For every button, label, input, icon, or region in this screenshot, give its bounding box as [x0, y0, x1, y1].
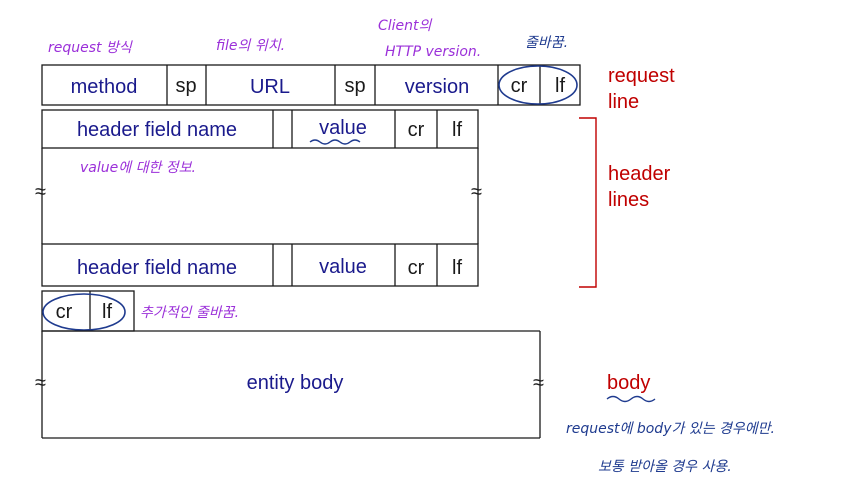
header-lines-label-2: lines [608, 189, 649, 211]
section-labels: request line header lines body [579, 65, 675, 403]
body-wavy-underline [606, 395, 656, 403]
annotation-client-1: Client의 [378, 18, 433, 34]
annotation-body-note-1: request에 body가 있는 경우에만. [566, 421, 775, 437]
annotation-client-2: HTTP version. [385, 44, 481, 60]
lf-field-header-1: lf [452, 119, 462, 141]
request-line-row: method sp URL sp version cr lf [41, 64, 581, 106]
url-field: URL [250, 76, 290, 98]
sp-field-2: sp [344, 75, 365, 97]
cr-lf-highlight-ellipse [498, 65, 578, 105]
annotation-newline: 줄바꿈. [525, 35, 568, 51]
sp-field-1: sp [175, 75, 196, 97]
break-mark-right-body: ≈ [533, 372, 544, 394]
header-line-1-row: header field name value cr lf [41, 109, 479, 149]
annotation-request-type: request 방식 [48, 40, 133, 56]
lf-field-header-2: lf [452, 257, 462, 279]
body-label: body [607, 372, 650, 394]
header-line-2-box [41, 243, 479, 287]
blank-cr-lf-highlight-ellipse [42, 293, 126, 331]
entity-body-box: entity body ≈ ≈ [35, 330, 544, 439]
cr-field-blank: cr [56, 301, 73, 323]
break-mark-left-header: ≈ [35, 181, 46, 203]
break-mark-right-header: ≈ [471, 181, 482, 203]
header-field-name-1: header field name [77, 119, 237, 141]
handwritten-annotations: request 방식 file의 위치. Client의 HTTP versio… [48, 18, 775, 475]
entity-body-label: entity body [247, 372, 344, 394]
break-mark-left-body: ≈ [35, 372, 46, 394]
cr-field-header-1: cr [408, 119, 425, 141]
header-field-name-2: header field name [77, 257, 237, 279]
header-lines-bracket [579, 117, 597, 288]
cr-field-request: cr [511, 75, 528, 97]
cr-field-header-2: cr [408, 257, 425, 279]
annotation-end-newline: 추가적인 줄바꿈. [140, 305, 239, 321]
header-value-1: value [319, 117, 367, 139]
annotation-body-note-2: 보통 받아올 경우 사용. [598, 459, 732, 475]
header-line-1-box [41, 109, 479, 149]
lf-field-request: lf [555, 75, 565, 97]
annotation-value-info: value에 대한 정보. [80, 160, 196, 176]
value-wavy-underline [309, 139, 361, 145]
version-field: version [405, 76, 469, 98]
annotation-file-location: file의 위치. [216, 38, 285, 54]
request-line-label-2: line [608, 91, 639, 113]
method-field: method [71, 76, 138, 98]
header-continuation-area: ≈ ≈ [35, 148, 482, 244]
header-value-2: value [319, 256, 367, 278]
header-line-2-row: header field name value cr lf [41, 243, 479, 287]
header-lines-label-1: header [608, 163, 671, 185]
request-line-box [41, 64, 581, 106]
blank-line-row: cr lf [41, 290, 135, 332]
request-line-label-1: request [608, 65, 675, 87]
lf-field-blank: lf [102, 301, 112, 323]
